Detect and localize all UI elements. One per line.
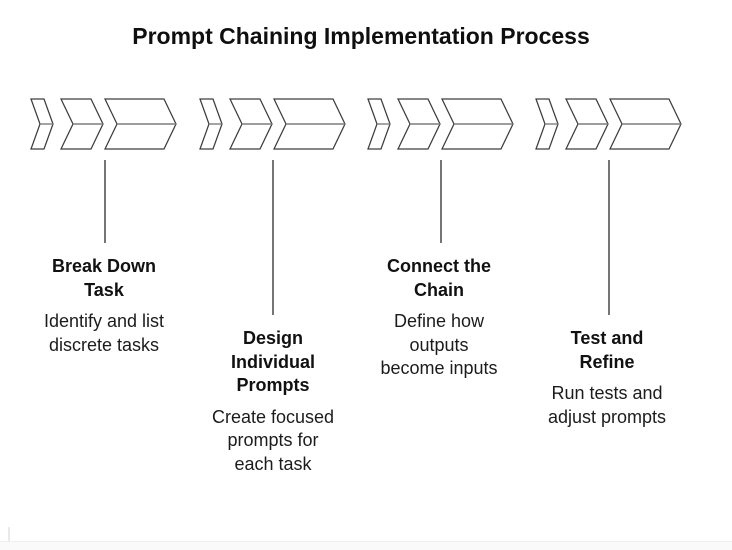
step-title: Design Individual Prompts bbox=[230, 328, 315, 395]
process-step: Connect the Chain Define how outputs bec… bbox=[351, 255, 527, 381]
step-description: Identify and list discrete tasks bbox=[43, 311, 165, 355]
step-description: Create focused prompts for each task bbox=[211, 406, 335, 474]
step-title: Break Down Task bbox=[51, 256, 157, 300]
chevron-arrows-icon bbox=[199, 98, 346, 150]
step-title: Test and Refine bbox=[570, 328, 644, 372]
connector-line bbox=[272, 160, 274, 315]
bottom-divider bbox=[0, 541, 732, 550]
step-description: Run tests and adjust prompts bbox=[547, 383, 667, 427]
process-step: Test and Refine Run tests and adjust pro… bbox=[519, 327, 695, 429]
page-edge-tick bbox=[8, 527, 10, 542]
chevron-arrows-icon bbox=[535, 98, 682, 150]
step-title: Connect the Chain bbox=[386, 256, 491, 300]
chevron-arrows-icon bbox=[30, 98, 177, 150]
process-step: Break Down Task Identify and list discre… bbox=[16, 255, 192, 357]
connector-line bbox=[440, 160, 442, 243]
page-title: Prompt Chaining Implementation Process bbox=[132, 23, 590, 49]
connector-line bbox=[608, 160, 610, 315]
chevron-arrows-icon bbox=[367, 98, 514, 150]
step-description: Define how outputs become inputs bbox=[380, 311, 498, 378]
connector-line bbox=[104, 160, 106, 243]
process-step: Design Individual Prompts Create focused… bbox=[185, 327, 361, 476]
